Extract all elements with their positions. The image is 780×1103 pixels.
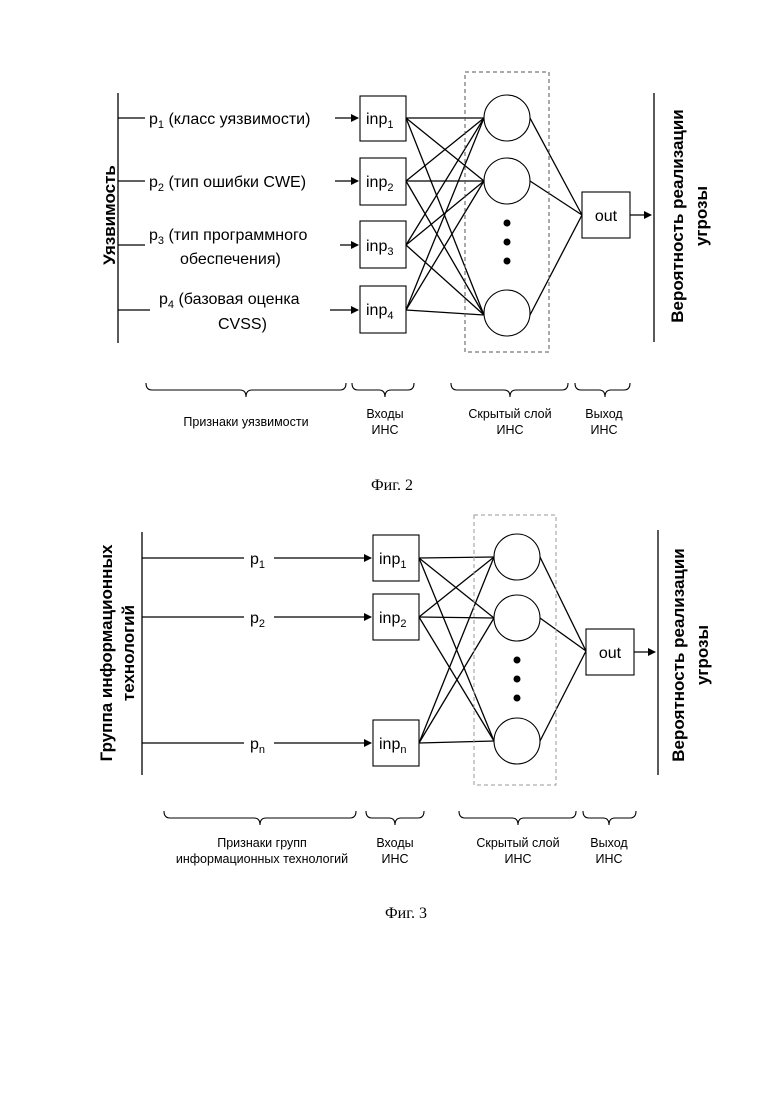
- fig2-label-output-1: Выход: [585, 407, 623, 421]
- fig3-brace-hidden: [459, 811, 576, 825]
- fig3-caption: Фиг. 3: [385, 905, 427, 922]
- svg-text:out: out: [595, 208, 618, 225]
- fig3-brace-features: [164, 811, 356, 825]
- fig3-brace-output: [583, 811, 636, 825]
- fig3-label-inputs-1: Входы: [376, 836, 413, 850]
- fig2-label-features: Признаки уязвимости: [183, 415, 308, 429]
- fig2-brace-features: [146, 383, 346, 397]
- fig3-label-inputs-2: ИНС: [381, 852, 408, 866]
- fig2-input-4: inp4: [360, 286, 406, 333]
- fig3-brace-inputs: [366, 811, 424, 825]
- fig2-brace-output: [575, 383, 630, 397]
- fig3-output-label-2: угрозы: [693, 625, 712, 685]
- fig3-axis-label-1: Группа информационных: [97, 544, 116, 761]
- fig3-label-output-2: ИНС: [595, 852, 622, 866]
- fig3-label-hidden-2: ИНС: [504, 852, 531, 866]
- fig3-output-label-1: Вероятность реализации: [669, 548, 688, 761]
- fig3-hidden-neuron-2: [494, 595, 540, 641]
- fig2-connections-out: [530, 118, 582, 315]
- fig2-feature-3-line2: обеспечения): [180, 251, 281, 268]
- fig2-label-output-2: ИНС: [590, 423, 617, 437]
- fig2-label-inputs-2: ИНС: [371, 423, 398, 437]
- fig2-hidden-neuron-3: [484, 290, 530, 336]
- fig3-axis-label-2: технологий: [119, 605, 138, 701]
- fig2-output-label-1: Вероятность реализации: [668, 109, 687, 322]
- fig3-label-output-1: Выход: [590, 836, 628, 850]
- fig2-brace-hidden: [451, 383, 568, 397]
- fig3-label-hidden-1: Скрытый слой: [476, 836, 559, 850]
- fig3-input-2: inp2: [373, 594, 419, 640]
- svg-text:out: out: [599, 645, 622, 662]
- fig3-connections-in: [419, 557, 494, 743]
- fig2-brace-inputs: [352, 383, 414, 397]
- fig2-input-3: inp3: [360, 221, 406, 268]
- fig3-output-node: out: [586, 629, 634, 675]
- fig3-input-3: inpn: [373, 720, 419, 766]
- fig2-label-hidden-1: Скрытый слой: [468, 407, 551, 421]
- fig3-label-features-1: Признаки групп: [217, 836, 307, 850]
- fig2-hidden-neuron-2: [484, 158, 530, 204]
- fig2-connections-in: [406, 118, 484, 315]
- fig2-label-inputs-1: Входы: [366, 407, 403, 421]
- fig3-ellipsis-dots: [514, 657, 521, 702]
- fig2-input-1: inp1: [360, 96, 406, 141]
- fig2-hidden-neuron-1: [484, 95, 530, 141]
- fig3-input-1: inp1: [373, 535, 419, 581]
- fig2-output-label-2: угрозы: [692, 186, 711, 246]
- fig2-ellipsis-dots: [504, 220, 511, 265]
- fig3-connections-out: [540, 557, 586, 741]
- fig3-hidden-neuron-1: [494, 534, 540, 580]
- fig3-label-features-2: информационных технологий: [176, 852, 348, 866]
- fig2-output-node: out: [582, 192, 630, 238]
- fig2-axis-label: Уязвимость: [100, 165, 119, 265]
- fig2-input-2: inp2: [360, 158, 406, 205]
- fig2-feature-4-line2: CVSS): [218, 316, 267, 333]
- fig3-hidden-neuron-3: [494, 718, 540, 764]
- figure-3: Группа информационных технологий p1 p2 p…: [97, 515, 712, 922]
- figure-2: Уязвимость p1 (класс уязвимости) p2 (тип…: [100, 72, 711, 494]
- fig2-caption: Фиг. 2: [371, 477, 413, 494]
- fig2-label-hidden-2: ИНС: [496, 423, 523, 437]
